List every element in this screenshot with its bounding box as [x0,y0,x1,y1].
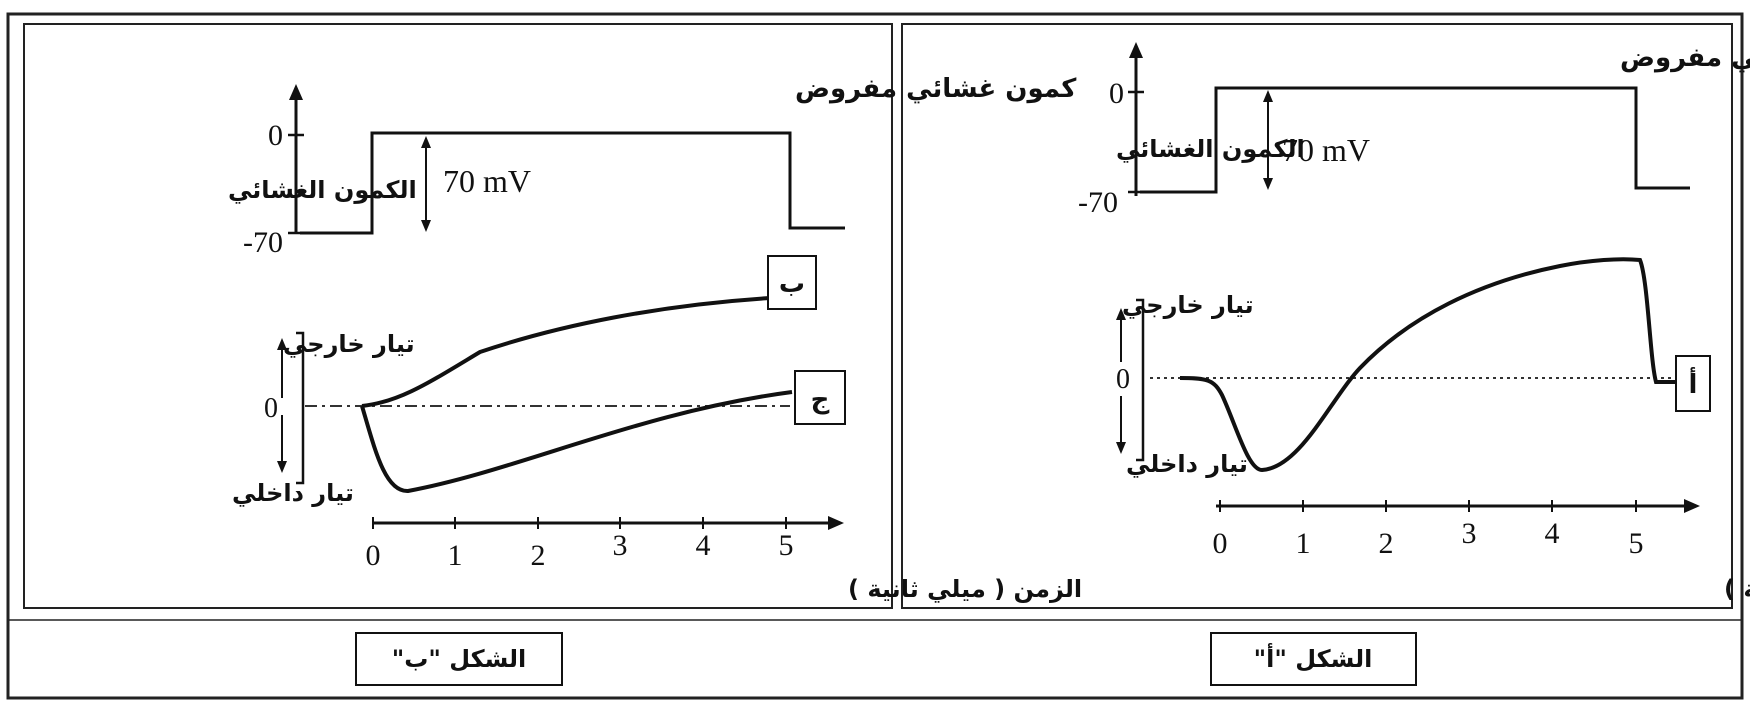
panel-a-time-tick: 4 [1545,517,1560,550]
panel-a-voltage-step-trace [1140,86,1690,194]
panel-a-outward-label: تيار خارجي [1122,291,1254,319]
panel-a-time-tick: 0 [1213,527,1228,560]
panel-a-time-tick: 1 [1296,527,1311,560]
panel-a-time-tick: 5 [1629,527,1644,560]
panel-a-frame [901,23,1733,609]
panel-b-frame [23,23,893,609]
panel-b-step-arrow-up [421,136,431,148]
panel-a-inward-label: تيار داخلي [1126,450,1248,478]
panel-a-time-tick: 2 [1379,527,1394,560]
panel-b-time-tick: 1 [448,539,463,572]
panel-b: كمون غشائي مفروض 0 -70 الكمون الغشائي 70… [23,23,1082,686]
panel-b-voltage-tick-rest: -70 [243,226,283,259]
panel-b-time-axis-arrow [828,516,844,530]
panel-a-trace [1179,257,1676,473]
panel-b-voltage-axis-arrow [289,84,303,100]
panel-b-outward-arrow [277,338,287,350]
panel-a-voltage-tick-zero: 0 [1109,77,1124,110]
panel-a-voltage-axis-label: الكمون الغشائي [1116,135,1305,163]
panel-b-inward-label: تيار داخلي [232,479,354,507]
panel-a-inward-arrow [1116,442,1126,454]
panel-a-outward-arrow [1116,308,1126,320]
panel-a-time-tick: 3 [1462,517,1477,550]
panel-b-tag-c: ج [811,385,830,415]
panel-b-tag-c-box [794,370,846,425]
panel-a-current-tick-zero: 0 [1116,364,1130,395]
outer-frame [6,12,1744,700]
panel-b-trace-b [361,296,771,408]
panel-a-current-bracket [1136,298,1145,462]
panel-b-voltage-title: كمون غشائي مفروض [795,74,1077,104]
panel-a: كمون غشائي مفروض 0 -70 الكمون الغشائي 70… [901,23,1750,686]
panel-b-caption-box [355,632,563,686]
panel-b-inward-arrow [277,461,287,473]
panel-a-voltage-axis-arrow [1129,42,1143,58]
panel-b-tag-b: ب [779,269,805,299]
panel-b-tag-b-box [767,255,817,310]
panel-b-trace-c [360,390,793,494]
panel-b-time-tick: 4 [696,529,711,562]
panel-a-caption-box [1210,632,1417,686]
panel-b-time-tick: 5 [779,529,794,562]
panel-b-time-axis-label: الزمن ( ميلي ثانية ) [848,575,1082,603]
panel-a-caption: الشكل "أ" [1254,643,1373,673]
panel-b-voltage-axis-label: الكمون الغشائي [228,176,417,204]
panel-b-voltage-tick-zero: 0 [268,119,283,152]
panel-b-caption: الشكل "ب" [392,645,527,673]
panel-a-voltage-tick-rest: -70 [1078,186,1118,219]
panel-a-step-arrow-down [1263,178,1273,190]
panel-b-outward-label: تيار خارجي [283,330,415,358]
panel-a-voltage-title: كمون غشائي مفروض [1620,43,1750,73]
panel-b-current-bracket [296,331,305,485]
panel-a-tag-a-box [1675,355,1711,412]
panel-a-step-label: 70 mV [1282,132,1370,168]
panel-b-current-tick-zero: 0 [264,393,278,424]
panel-b-step-label: 70 mV [443,163,531,199]
panel-b-voltage-step-trace [300,131,845,235]
panel-a-time-axis-arrow [1684,499,1700,513]
panel-b-time-tick: 0 [366,539,381,572]
panel-a-time-axis-label: الزمن ( ميلي ثانية ) [1724,575,1750,603]
panel-b-time-tick: 3 [613,529,628,562]
panel-b-time-tick: 2 [531,539,546,572]
panel-a-step-arrow-up [1263,90,1273,102]
panel-b-step-arrow-down [421,220,431,232]
panel-a-tag-a: أ [1689,367,1698,400]
